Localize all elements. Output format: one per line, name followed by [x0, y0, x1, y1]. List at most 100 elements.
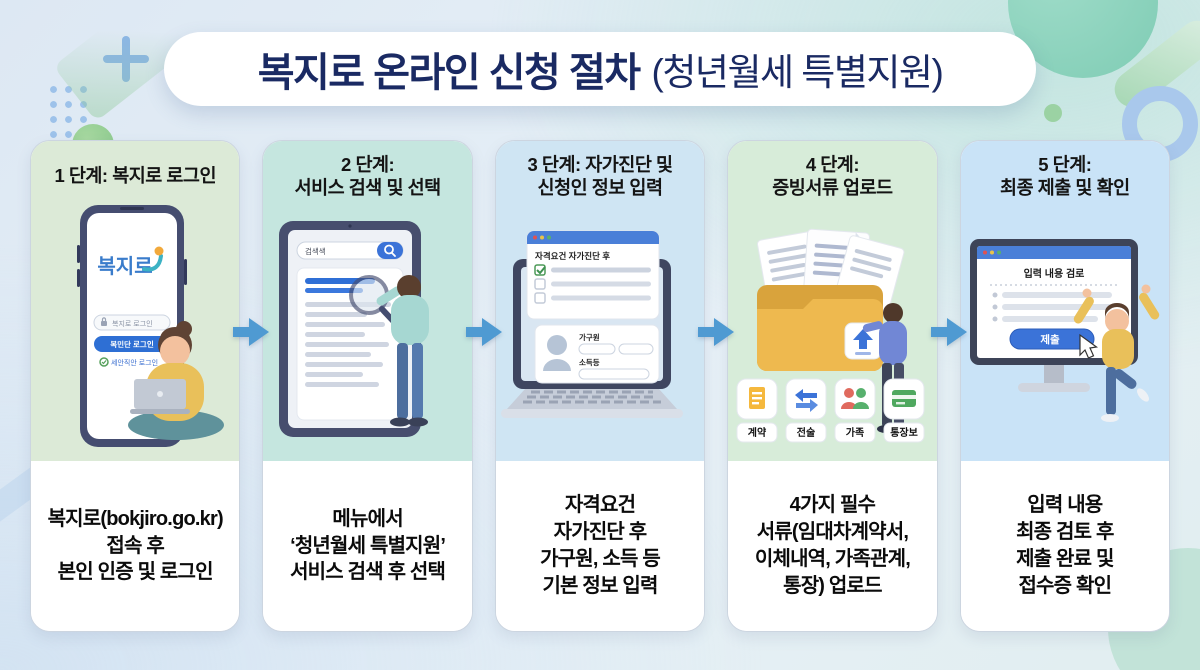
upload-arrow-icon — [853, 329, 874, 349]
submit-button-label: 제출 — [1040, 333, 1060, 346]
doc-label: 가족 — [846, 426, 864, 439]
step-1-header-line1: 1 단계: 복지로 로그인 — [54, 165, 216, 187]
laptop-keyboard — [507, 389, 678, 409]
field2-label: 소득등 — [579, 358, 600, 367]
step-2-header-line1: 2 단계: — [341, 153, 395, 175]
desc-line: 복지로(bokjiro.go.kr) — [47, 507, 224, 530]
desc-line: 기본 정보 입력 — [542, 574, 658, 597]
desc-line: 자격요건 — [564, 494, 636, 517]
lock-icon — [101, 317, 108, 326]
desc-line: 제출 완료 및 — [1016, 548, 1114, 570]
checklist-window: 자격요건 자가진단 후 — [526, 230, 660, 320]
doc-tile-transfer: 전술 — [785, 378, 827, 443]
review-title: 입력 내용 검로 — [1023, 267, 1084, 280]
laptop-form-illustration: 자격요건 자가진단 후 — [501, 230, 684, 418]
bankbook-icon — [892, 390, 917, 407]
input-field — [578, 368, 650, 380]
bokjiro-logo: 복지로 — [98, 255, 153, 278]
checkbox-empty — [534, 292, 546, 304]
step-card-4: 4 단계: 증빙서류 업로드 — [727, 140, 938, 632]
step-5-description: 입력 내용 최종 검토 후 제출 완료 및 접수증 확인 — [960, 461, 1170, 631]
input-field — [618, 343, 654, 355]
step-3-description: 자격요건 자가진단 후 가구원, 소득 등 기본 정보 입력 — [495, 461, 705, 631]
step-2-description: 메뉴에서 ‘청년월세 특별지원’ 서비스 검색 후 선택 — [263, 461, 472, 631]
man-celebrating-illustration — [1073, 284, 1160, 422]
steps-row: 1 단계: 복지로 로그인 복지로 — [30, 140, 1171, 632]
folder-upload-illustration: 계약 전술 — [736, 228, 925, 443]
desc-line: 서비스 검색 후 선택 — [290, 561, 446, 584]
step-3-header-line1: 3 단계: 자가진단 및 — [527, 153, 674, 175]
title-sub: (청년월세 특별지원) — [651, 52, 944, 93]
doc-label: 통장보 — [891, 426, 919, 439]
step-5-header: 5 단계: 최종 제출 및 확인 — [961, 141, 1169, 199]
cert-login-icon — [99, 357, 109, 367]
step-4-header-line1: 4 단계: — [805, 153, 860, 175]
required-doc-tiles: 계약 전술 — [736, 378, 925, 443]
step-card-5: 5 단계: 최종 제출 및 확인 입력 내용 검로 — [959, 140, 1171, 632]
right-arrow-icon — [930, 318, 967, 346]
desc-line: 메뉴에서 — [332, 507, 403, 530]
search-button — [376, 242, 403, 259]
step-card-1: 1 단계: 복지로 로그인 복지로 — [30, 140, 241, 632]
step-1-illustration: 복지로 복지로 로그인 복민단 로그인 세안직안 로그인 — [31, 199, 239, 461]
step-3-header: 3 단계: 자가진단 및 신청인 정보 입력 — [496, 141, 704, 199]
desc-line: 4가지 필수 — [789, 494, 876, 517]
step-card-2: 2 단계: 서비스 검색 및 선택 검색색 — [262, 140, 473, 632]
step-1-header: 1 단계: 복지로 로그인 — [31, 141, 239, 199]
step-5-header-line1: 5 단계: — [1038, 153, 1092, 175]
right-arrow-icon — [233, 318, 270, 346]
phone-login-illustration: 복지로 복지로 로그인 복민단 로그인 세안직안 로그인 — [77, 205, 225, 447]
input-field — [578, 343, 616, 355]
submit-button — [1009, 328, 1095, 350]
login-id-field — [93, 314, 171, 331]
desc-line: 입력 내용 — [1027, 494, 1103, 517]
arrow-3-4 — [698, 140, 735, 632]
doc-tile-contract: 계약 — [736, 378, 778, 443]
search-icon — [383, 244, 396, 257]
arrow-4-5 — [930, 140, 967, 632]
step-4-illustration: 계약 전술 — [728, 199, 936, 461]
avatar-icon — [543, 335, 572, 371]
page-title: 복지로 온라인 신청 절차 (청년월세 특별지원) — [164, 32, 1036, 106]
doc-tile-bankbook: 통장보 — [883, 378, 925, 443]
cert-login-label: 세안직안 로그인 — [111, 358, 158, 367]
desc-line: 접수증 확인 — [1018, 574, 1112, 597]
search-input-text: 검색색 — [305, 246, 326, 256]
doc-label: 전술 — [797, 426, 815, 439]
contract-doc-icon — [749, 387, 766, 409]
desc-line: 서류(임대차계약서, — [756, 521, 909, 544]
step-4-header-line2: 증빙서류 업로드 — [772, 177, 893, 198]
desc-line: 통장) 업로드 — [783, 574, 882, 597]
login-field-placeholder: 복지로 로그인 — [112, 319, 153, 328]
family-icon — [841, 388, 870, 409]
step-3-illustration: 자격요건 자가진단 후 — [496, 199, 704, 461]
login-button — [94, 336, 171, 352]
arrow-2-3 — [465, 140, 502, 632]
cursor-icon — [1079, 333, 1098, 359]
step-card-3: 3 단계: 자가진단 및 신청인 정보 입력 자격요건 자가진단 후 — [494, 140, 706, 632]
desc-line: 최종 검토 후 — [1016, 521, 1114, 544]
step-4-description: 4가지 필수 서류(임대차계약서, 이체내역, 가족관계, 통장) 업로드 — [728, 461, 937, 631]
step-3-header-line2: 신청인 정보 입력 — [537, 177, 663, 198]
green-dot-decor-right — [1044, 104, 1062, 122]
login-button-label: 복민단 로그인 — [110, 339, 154, 349]
applicant-info-panel: 가구원 소득등 — [534, 324, 660, 384]
woman-with-laptop-illustration — [128, 321, 225, 440]
step-5-illustration: 입력 내용 검로 제출 — [961, 199, 1169, 461]
step-2-header: 2 단계: 서비스 검색 및 선택 — [263, 141, 471, 199]
monitor-submit-illustration: 입력 내용 검로 제출 — [969, 239, 1160, 422]
plus-icon — [103, 36, 149, 82]
arrow-1-2 — [233, 140, 270, 632]
logo-swoosh-icon — [142, 254, 164, 272]
doc-tile-family: 가족 — [834, 378, 876, 443]
right-arrow-icon — [465, 318, 502, 346]
desc-line: ‘청년월세 특별지원’ — [290, 534, 446, 557]
monitor-stand — [1043, 365, 1064, 383]
title-main: 복지로 온라인 신청 절차 — [257, 51, 641, 95]
desc-line: 자가진단 후 — [553, 521, 648, 544]
doc-label: 계약 — [748, 426, 767, 439]
desc-line: 이체내역, 가족관계, — [754, 548, 911, 570]
checkbox-checked — [534, 264, 546, 276]
field1-label: 가구원 — [579, 332, 600, 342]
check-icon — [536, 266, 546, 275]
